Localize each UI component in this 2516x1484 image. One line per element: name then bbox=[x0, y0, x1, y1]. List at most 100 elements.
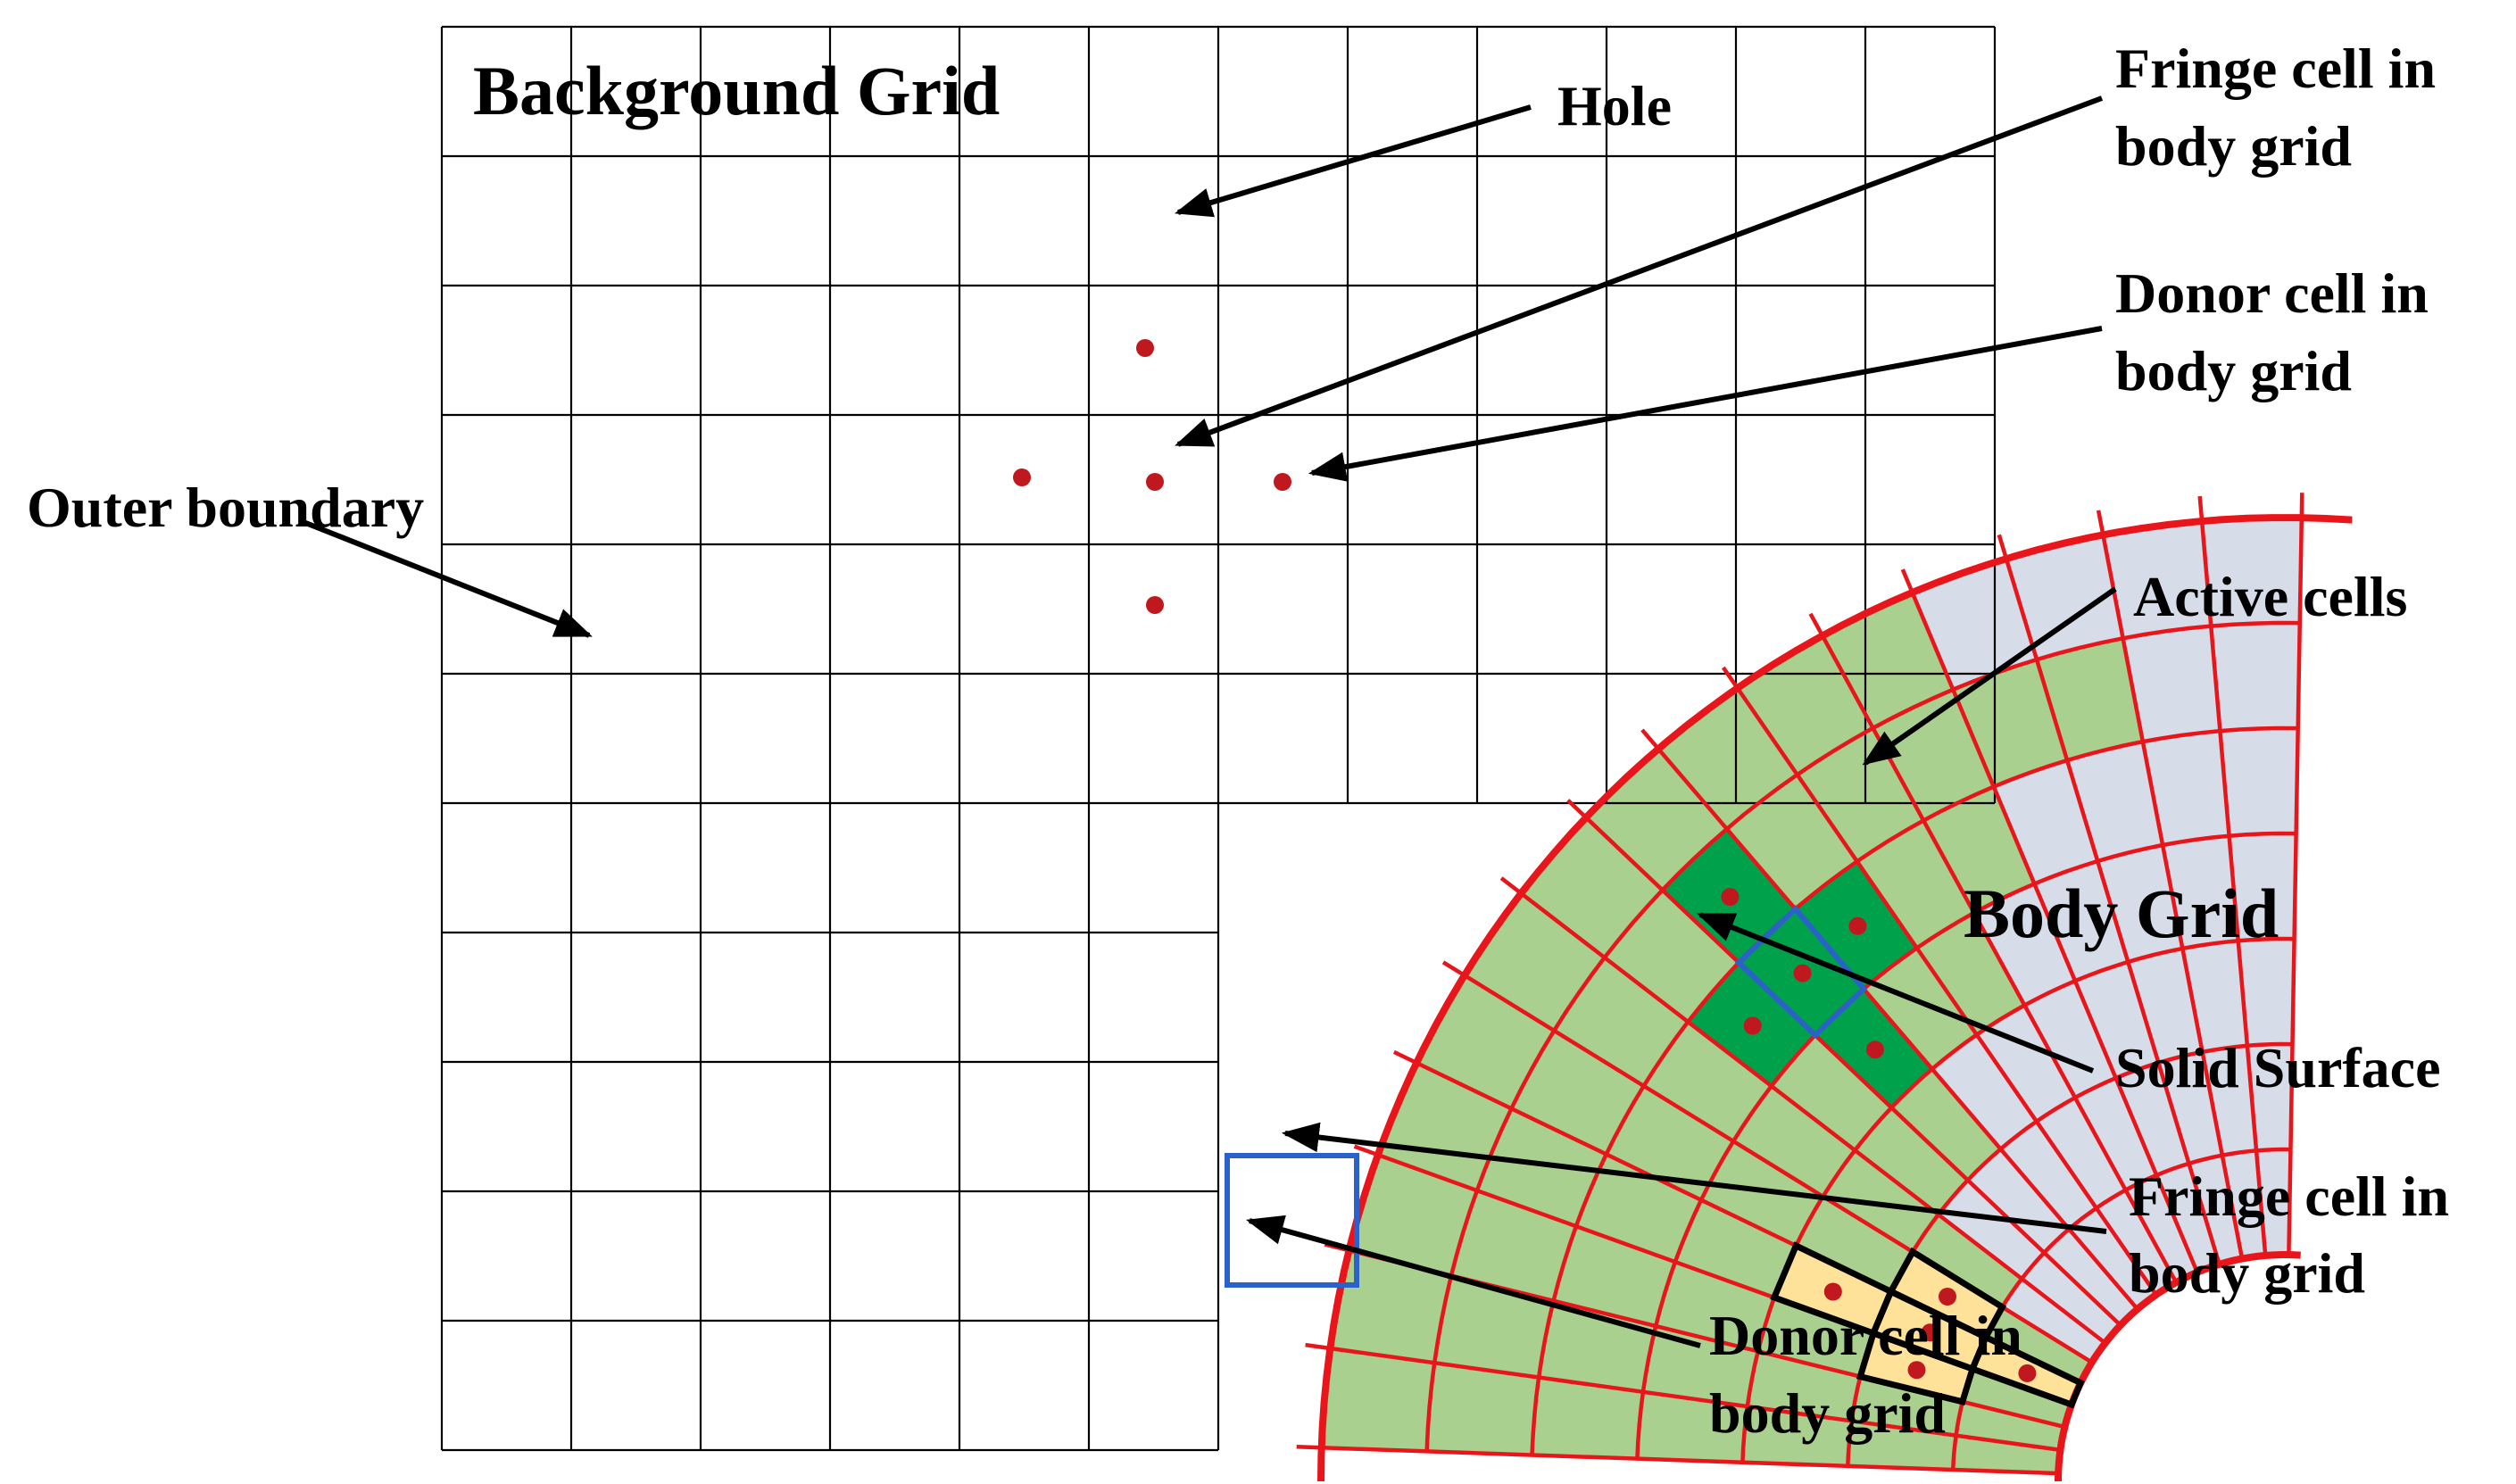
body-grid-cell bbox=[1656, 1262, 1774, 1352]
body-grid-cell bbox=[2188, 1155, 2243, 1264]
body-grid-cell bbox=[1733, 1086, 1856, 1197]
active-cells-label: Active cells bbox=[2133, 565, 2407, 628]
body-grid-radial-line bbox=[1296, 1445, 2059, 1476]
body-grid-cell bbox=[1823, 1150, 1939, 1252]
cell-center-dot bbox=[1848, 916, 1867, 935]
body-grid-cell bbox=[1416, 975, 1555, 1109]
body-grid-cell bbox=[1891, 1068, 2001, 1181]
fringe-cell-top-label-line2: body grid bbox=[2115, 114, 2352, 178]
body-grid-cell bbox=[1434, 1275, 1554, 1378]
body-grid-cell bbox=[2103, 521, 2212, 639]
cell-center-dot bbox=[1743, 1016, 1762, 1035]
body-grid-cell bbox=[2044, 1229, 2138, 1326]
cell-center-dot bbox=[1793, 964, 1812, 982]
body-grid-cell bbox=[1931, 1034, 2037, 1149]
labels: Background Grid Hole Fringe cell in body… bbox=[27, 37, 2449, 1445]
body-grid-cell bbox=[2156, 1163, 2220, 1273]
body-grid-cell bbox=[2000, 1121, 2097, 1230]
body-grid-radial-line bbox=[1808, 612, 2179, 1284]
cell-center-dot bbox=[1721, 888, 1740, 906]
cell-center-dot bbox=[1136, 339, 1154, 357]
body-grid-cell bbox=[1916, 913, 2025, 1035]
body-grid-cell bbox=[1856, 820, 1974, 949]
body-grid-cell bbox=[2022, 1252, 2121, 1343]
body-grid-cell bbox=[2202, 1045, 2256, 1156]
fringe-cell-top-arrow bbox=[1175, 95, 2104, 447]
body-grid-radial-line bbox=[1997, 534, 2221, 1265]
body-grid-cell bbox=[2122, 626, 2221, 742]
body-grid-cell bbox=[2115, 1062, 2189, 1175]
solid-surface-label: Solid Surface bbox=[2115, 1036, 2440, 1099]
body-grid-radial-line bbox=[1566, 799, 2122, 1327]
body-grid-cell bbox=[1747, 1351, 1861, 1422]
body-grid-cell bbox=[1532, 1377, 1643, 1459]
cell-center-dot bbox=[1274, 473, 1291, 491]
cell-center-dot bbox=[1939, 1288, 1956, 1306]
body-grid-cell bbox=[1637, 1391, 1748, 1463]
body-grid-radial-line bbox=[1900, 568, 2199, 1273]
solid-surface-arrow bbox=[1697, 912, 2095, 1074]
body-grid-cell bbox=[1349, 1155, 1477, 1276]
outer-boundary-arrow bbox=[302, 519, 593, 638]
cell-center-dot bbox=[1146, 596, 1164, 614]
body-grid-cell bbox=[2238, 939, 2295, 1046]
background-grid bbox=[440, 25, 1997, 1452]
body-grid-cell bbox=[2220, 728, 2298, 836]
background-grid-label: Background Grid bbox=[473, 52, 1000, 129]
body-grid-cell bbox=[1701, 1140, 1823, 1246]
body-grid-cell bbox=[1451, 1190, 1576, 1301]
cell-center-dot bbox=[1921, 1323, 1939, 1342]
body-grid-cell bbox=[2125, 1174, 2197, 1283]
solid-surface-curve bbox=[2055, 1251, 2301, 1482]
body-grid-radial-line bbox=[1721, 666, 2158, 1297]
body-grid-cell bbox=[2005, 535, 2123, 660]
body-grid-cell bbox=[1674, 1199, 1797, 1297]
fringe-cell-bottom-label-line1: Fringe cell in bbox=[2129, 1165, 2449, 1228]
body-grid-cell bbox=[2202, 518, 2302, 626]
cell-center-dot bbox=[1865, 1040, 1884, 1059]
body-grid-cell bbox=[2142, 731, 2230, 845]
cell-center-dots bbox=[1013, 339, 2037, 1382]
bottom-fringe-cell-outline bbox=[1225, 1153, 1359, 1288]
body-grid-cell bbox=[1912, 559, 2037, 690]
body-grid-cell bbox=[1872, 689, 1994, 821]
body-grid-cell bbox=[1864, 948, 1977, 1069]
cell-center-dot bbox=[1907, 1361, 1926, 1380]
body-grid-cell bbox=[2097, 845, 2183, 962]
cell-center-dot bbox=[2018, 1364, 2037, 1382]
body-grid-cell bbox=[1726, 775, 1857, 909]
body-grid-cell bbox=[1321, 1347, 1435, 1452]
body-grid-cell bbox=[1737, 635, 1873, 775]
fringe-donor-highlights bbox=[1225, 905, 2085, 1409]
donor-cell-bottom-label-line2: body grid bbox=[1709, 1381, 1946, 1445]
body-grid-cell bbox=[2246, 1044, 2293, 1151]
body-grid-cell bbox=[2036, 1098, 2126, 1208]
body-grid-cell bbox=[2163, 835, 2238, 949]
body-grid-cell bbox=[1796, 1196, 1913, 1292]
body-grid-cell bbox=[1953, 1435, 2061, 1474]
body-grid-cell bbox=[1606, 1085, 1734, 1200]
donor-cell-bottom-label-line1: Donor cell in bbox=[1709, 1304, 2022, 1367]
body-grid-radial-line bbox=[2096, 510, 2245, 1260]
fringe-cell-bottom-label-line2: body grid bbox=[2129, 1241, 2365, 1305]
body-grid-cell bbox=[1938, 1180, 2045, 1279]
body-grid-cell bbox=[1973, 883, 2075, 1006]
body-grid-cell-fills bbox=[1321, 518, 2302, 1474]
body-grid-cell bbox=[1985, 1306, 2092, 1383]
body-grid-radial-line bbox=[2287, 493, 2304, 1256]
body-grid-cell bbox=[2074, 1078, 2157, 1190]
annotation-arrows bbox=[302, 95, 2117, 1348]
hole-label: Hole bbox=[1557, 74, 1672, 137]
body-grid-cell bbox=[1330, 1250, 1451, 1364]
body-grid-cell bbox=[2067, 742, 2163, 861]
cell-center-dot bbox=[1146, 473, 1164, 491]
fringe-cell-top-label-line1: Fringe cell in bbox=[2115, 37, 2436, 100]
body-grid-cell bbox=[1476, 1108, 1607, 1227]
top-fringe-cell-outline bbox=[1734, 905, 1868, 1040]
body-grid-cell bbox=[2002, 1279, 2105, 1363]
body-grid-cell bbox=[2075, 961, 2159, 1079]
active-cells-arrow bbox=[1862, 586, 2117, 766]
body-grid-arc bbox=[1740, 936, 2295, 1463]
body-grid-cell bbox=[1855, 1107, 1968, 1215]
